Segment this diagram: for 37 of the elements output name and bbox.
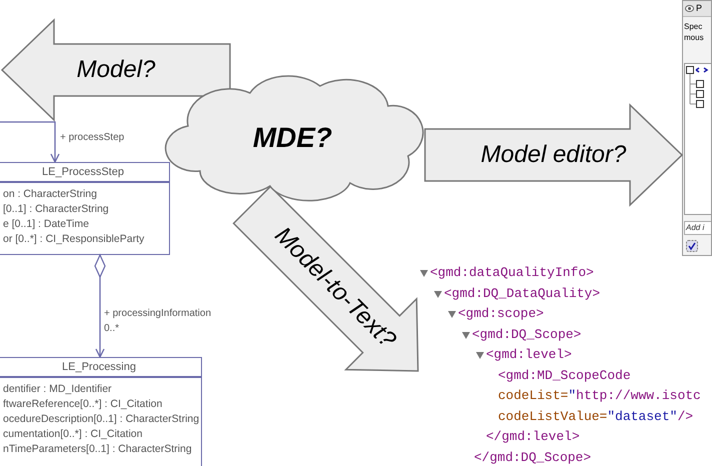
class-attribute: or [0..*] : CI_ResponsibleParty: [3, 232, 146, 247]
input-field: Add i: [684, 221, 711, 235]
uml-class-box: [0, 357, 202, 466]
block-arrow: [232, 186, 419, 372]
class-attribute: [0..1] : CharacterString: [3, 202, 110, 217]
association-line: [94, 254, 106, 358]
class-attribute: on : CharacterString: [3, 187, 98, 202]
edge-label: + processStep: [60, 132, 124, 144]
code-line: </gmd:DQ_Scope>: [474, 448, 592, 466]
code-line: codeList="http://www.isotc: [498, 387, 701, 405]
description-text: Spec mous: [683, 21, 705, 43]
uml-class-box: [0, 162, 170, 255]
code-line: codeListValue="dataset"/>: [498, 408, 694, 426]
class-attribute: dentifier : MD_Identifier: [3, 382, 113, 397]
block-arrow: [0, 18, 231, 122]
class-attribute: nTimeParameters[0..1] : CharacterString: [3, 442, 193, 457]
window-title: P: [696, 4, 702, 13]
arrow-label: Model editor?: [480, 141, 626, 169]
association-line: [0, 121, 60, 163]
code-line: <gmd:level>: [486, 346, 572, 364]
code-line: </gmd:level>: [486, 428, 580, 446]
cloud-label: MDE?: [252, 120, 332, 154]
class-attribute: cumentation[0..*] : CI_Citation: [3, 427, 144, 442]
code-line: <gmd:dataQualityInfo>: [430, 264, 594, 282]
editor-window: [682, 0, 712, 256]
edge-label: + processingInformation: [104, 308, 212, 320]
arrow-label: Model?: [76, 56, 156, 84]
class-attribute: e [0..1] : DateTime: [3, 217, 90, 232]
code-line: <gmd:MD_ScopeCode: [498, 366, 631, 384]
block-arrow: [424, 103, 684, 207]
code-line: <gmd:DQ_Scope>: [472, 326, 582, 344]
code-line: <gmd:DQ_DataQuality>: [444, 284, 600, 302]
class-name: LE_ProcessStep: [0, 163, 169, 183]
class-name: LE_Processing: [0, 358, 201, 378]
class-attribute: ftwareReference[0..*] : CI_Citation: [3, 397, 164, 412]
code-line: <gmd:scope>: [458, 305, 544, 323]
class-attribute: ocedureDescription[0..1] : CharacterString: [3, 412, 200, 427]
